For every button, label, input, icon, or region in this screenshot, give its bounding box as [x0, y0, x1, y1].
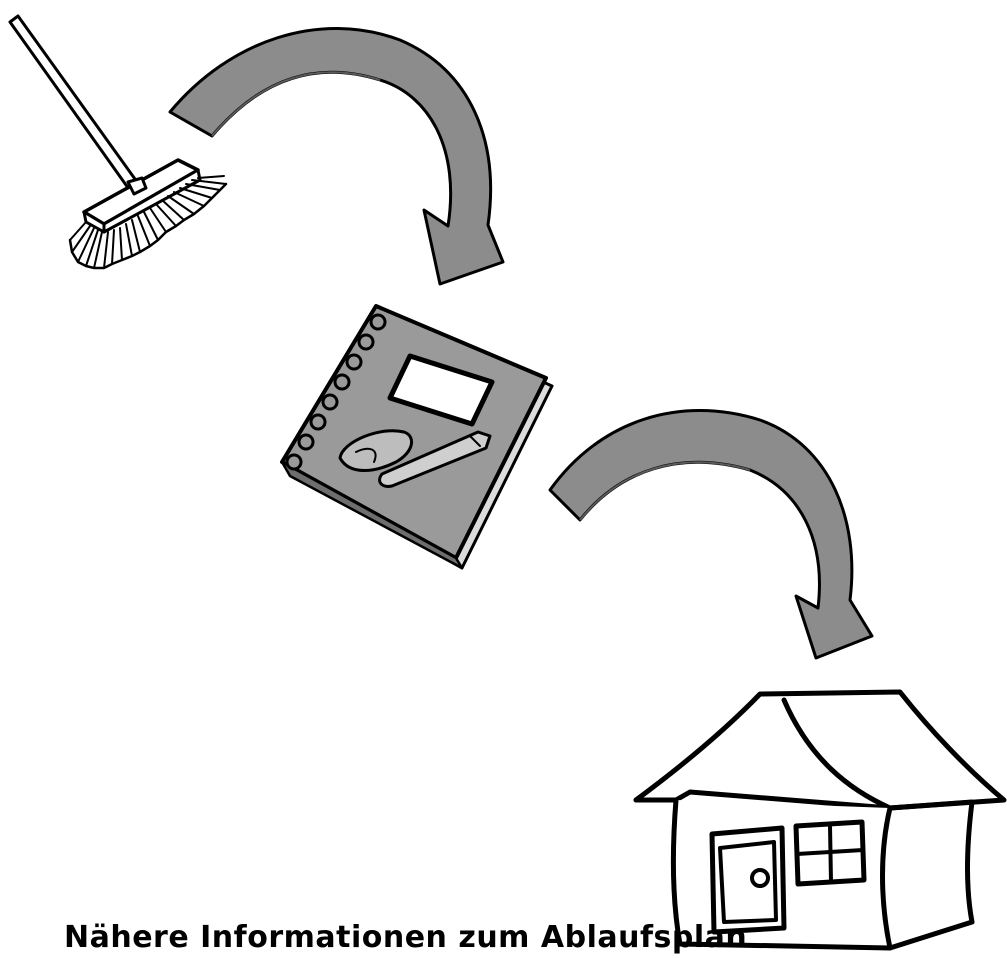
notebook-icon — [282, 306, 552, 568]
curved-arrow-icon — [170, 28, 503, 284]
curved-arrow-icon — [550, 411, 872, 658]
caption-text: Nähere Informationen zum Ablaufsplan — [64, 920, 747, 955]
broom-icon — [10, 16, 226, 268]
house-icon — [636, 692, 1004, 948]
